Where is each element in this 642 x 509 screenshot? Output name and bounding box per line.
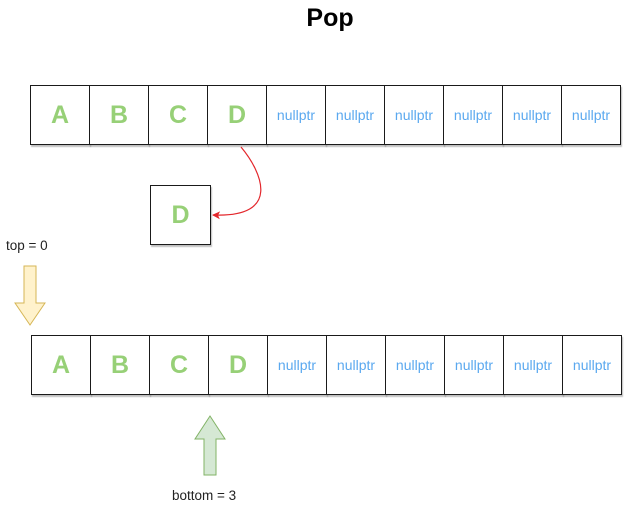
cell-value: nullptr <box>335 107 375 123</box>
top-index-label: top = 0 <box>6 238 48 253</box>
cell-value: nullptr <box>572 357 612 373</box>
cell-value: A <box>51 350 71 379</box>
popped-element-box: D <box>150 185 211 245</box>
array-cell: nullptr <box>502 85 562 145</box>
popped-element-value: D <box>171 200 190 229</box>
array-before-pop: A B C D nullptr nullptr nullptr nullptr … <box>30 85 621 145</box>
cell-value: A <box>50 100 70 129</box>
cell-value: C <box>169 350 189 379</box>
cell-value: nullptr <box>512 107 552 123</box>
top-pointer-arrow <box>14 265 46 326</box>
array-cell: nullptr <box>562 335 622 395</box>
cell-value: D <box>227 100 247 129</box>
array-cell: B <box>90 335 150 395</box>
cell-value: nullptr <box>276 107 316 123</box>
bottom-index-label: bottom = 3 <box>172 488 237 503</box>
array-after-pop: A B C D nullptr nullptr nullptr nullptr … <box>31 335 622 395</box>
cell-value: nullptr <box>513 357 553 373</box>
array-cell: nullptr <box>325 85 385 145</box>
cell-value: nullptr <box>277 357 317 373</box>
array-cell: nullptr <box>384 85 444 145</box>
cell-value: B <box>110 350 130 379</box>
array-cell: nullptr <box>385 335 445 395</box>
array-cell: nullptr <box>443 85 503 145</box>
array-cell: A <box>31 335 91 395</box>
array-cell: C <box>148 85 208 145</box>
array-cell: nullptr <box>326 335 386 395</box>
array-cell: A <box>30 85 90 145</box>
cell-value: nullptr <box>394 107 434 123</box>
cell-value: nullptr <box>571 107 611 123</box>
pop-arrow <box>212 146 262 220</box>
array-cell: nullptr <box>561 85 621 145</box>
array-cell: C <box>149 335 209 395</box>
cell-value: C <box>168 100 188 129</box>
cell-value: nullptr <box>454 357 494 373</box>
diagram-title: Pop <box>306 4 354 32</box>
bottom-pointer-arrow <box>194 415 226 476</box>
cell-value: D <box>228 350 248 379</box>
cell-value: B <box>109 100 129 129</box>
array-cell: nullptr <box>444 335 504 395</box>
cell-value: nullptr <box>336 357 376 373</box>
cell-value: nullptr <box>453 107 493 123</box>
array-cell: nullptr <box>267 335 327 395</box>
array-cell: D <box>208 335 268 395</box>
cell-value: nullptr <box>395 357 435 373</box>
array-cell: nullptr <box>503 335 563 395</box>
